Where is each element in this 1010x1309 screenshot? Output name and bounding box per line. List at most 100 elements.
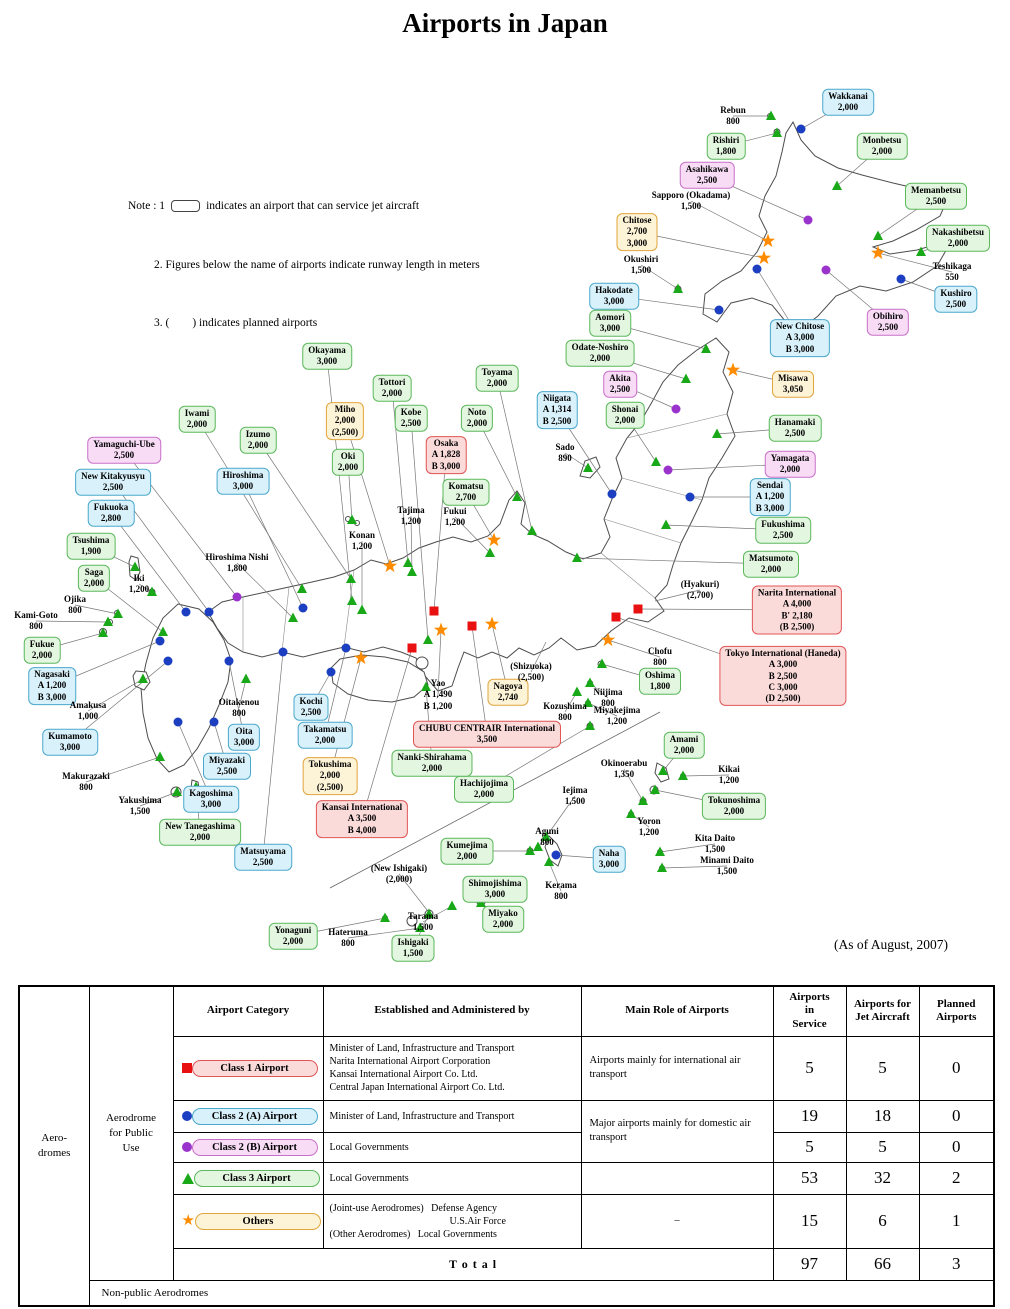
class3-marker (423, 634, 433, 644)
leader-line (361, 647, 413, 820)
others-established-line3: (Other Aerodromes) Local Governments (329, 1228, 497, 1240)
class2a-marker (752, 264, 762, 274)
class2b-planned: 0 (918, 1131, 995, 1163)
leader-line (636, 231, 765, 259)
class1-marker (407, 643, 417, 653)
class2b-marker (821, 265, 831, 275)
others-row: ★Others (Joint-use Aerodromes) Defense A… (19, 1193, 995, 1249)
leader-line (454, 516, 491, 554)
col-header-in-service: Airports in Service (772, 985, 847, 1037)
prefecture-border (626, 413, 728, 439)
class2a-marker (181, 607, 191, 617)
class3-marker (832, 180, 842, 190)
others-label: Others (194, 1212, 321, 1230)
class3-marker (572, 552, 582, 562)
class3-marker (638, 795, 648, 805)
leader-line (599, 352, 687, 380)
inset-divider-line (329, 711, 661, 889)
class3-marker (655, 846, 665, 856)
total-jet: 66 (845, 1247, 920, 1281)
leader-line (545, 795, 576, 838)
class3-marker (357, 604, 367, 614)
others-marker (760, 233, 776, 248)
prefecture-border (600, 552, 656, 599)
leader-line (85, 756, 161, 783)
class2a-marker (551, 850, 561, 860)
class3-marker (113, 608, 123, 618)
leader-line (613, 295, 720, 311)
leader-line (123, 449, 238, 598)
class3-marker (585, 677, 595, 687)
class3-category-cell: Class 3 Airport (172, 1161, 324, 1195)
leader-line (877, 252, 953, 273)
class3-marker (407, 566, 417, 576)
class2a-marker (326, 667, 336, 677)
airport-category-table: Aero- dromes Aerodrome for Public Use Ai… (18, 985, 995, 1307)
others-established-line2: U.S.Air Force (449, 1215, 506, 1227)
class3-marker (288, 612, 298, 622)
leader-line (800, 101, 849, 130)
non-public-label: Non-public Aerodromes (88, 1279, 995, 1307)
class2a-jet: 18 (845, 1099, 920, 1133)
class3-marker (130, 561, 140, 571)
class1-category-cell: Class 1 Airport (172, 1035, 324, 1101)
leader-line (623, 768, 644, 802)
class3-marker (541, 831, 551, 841)
leader-line (74, 604, 119, 615)
class2a-label: Class 2 (A) Airport (191, 1107, 318, 1125)
class3-planned: 2 (918, 1161, 995, 1195)
class3-marker (403, 557, 413, 567)
class3-marker (138, 673, 148, 683)
class3-marker (241, 673, 251, 683)
leader-line (425, 686, 433, 764)
class3-marker (415, 922, 425, 932)
total-in-service: 97 (772, 1247, 847, 1281)
island-outline (406, 915, 418, 927)
note-line-2: 2. Figures below the name of airports in… (154, 258, 480, 271)
class1-marker (429, 606, 439, 616)
jet-service-box-icon (171, 200, 201, 213)
class3-role (580, 1161, 774, 1195)
class3-marker (527, 525, 537, 535)
class3-jet: 32 (845, 1161, 920, 1195)
class2a-marker (163, 656, 173, 666)
leader-line (329, 657, 362, 777)
class3-marker (681, 373, 691, 383)
class2a-marker (155, 636, 165, 646)
class3-marker (485, 547, 495, 557)
leader-line (228, 660, 245, 738)
class1-row: Class 1 Airport Minister of Land, Infras… (19, 1035, 995, 1101)
class3-marker (155, 751, 165, 761)
col-header-category: Airport Category (172, 985, 324, 1037)
class3-marker (512, 491, 522, 501)
class2a-marker (298, 603, 308, 613)
class3-marker (650, 784, 660, 794)
leader-line (471, 625, 488, 735)
others-category-cell: ★Others (172, 1193, 324, 1249)
class3-row: Class 3 Airport Local Governments 53 32 … (19, 1161, 995, 1195)
leader-line (473, 888, 496, 898)
leader-line (41, 632, 104, 651)
class1-jet: 5 (845, 1035, 920, 1101)
class1-square-icon (181, 1063, 192, 1073)
class3-marker (297, 583, 307, 593)
leader-line (476, 417, 518, 498)
leader-line (391, 387, 409, 564)
class2a-established: Minister of Land, Infrastructure and Tra… (322, 1099, 582, 1133)
page-title: Airports in Japan (402, 8, 608, 38)
col-header-role: Main Role of Airports (580, 985, 774, 1037)
class2a-marker (796, 124, 806, 134)
class2a-marker (607, 489, 617, 499)
class3-marker (585, 720, 595, 730)
class2a-marker (685, 492, 695, 502)
leader-line (900, 278, 957, 300)
class2b-circle-icon (181, 1142, 192, 1152)
class2a-marker (341, 643, 351, 653)
class3-marker (421, 681, 431, 691)
leader-line (725, 132, 778, 147)
leader-line (609, 322, 707, 350)
prefecture-border (281, 586, 290, 653)
class3-marker (172, 786, 182, 796)
leader-line (213, 721, 228, 767)
leader-line (347, 461, 353, 521)
